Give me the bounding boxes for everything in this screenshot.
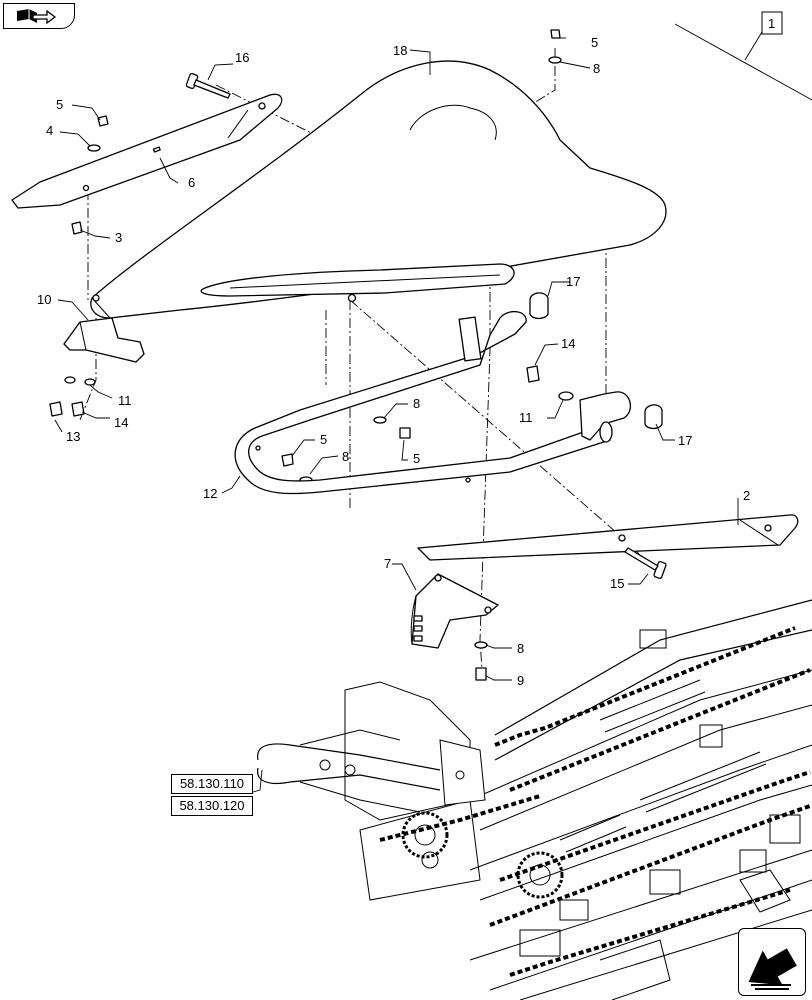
frame-part-12 [234,311,632,495]
callout-5: 5 [56,97,63,112]
hardware-fasteners [49,29,663,681]
callout-13: 13 [66,429,80,444]
callout-5: 5 [320,432,327,447]
callout-1: 1 [768,16,775,31]
callout-2: 2 [743,488,750,503]
callout-9: 9 [517,673,524,688]
reference-link-58-130-110[interactable]: 58.130.110 [171,774,253,794]
callout-17: 17 [566,274,580,289]
callout-11: 11 [519,410,533,425]
callout-8: 8 [517,641,524,656]
callout-8: 8 [342,449,349,464]
next-page-arrow-icon[interactable] [738,928,806,996]
callout-11: 11 [118,393,132,408]
callout-7: 7 [384,556,391,571]
callout-16: 16 [235,50,249,65]
callout-8: 8 [413,396,420,411]
callout-12: 12 [203,486,217,501]
bolt-part-16 [185,72,231,99]
callout-5: 5 [413,451,420,466]
callout-leader-lines [54,21,812,793]
plate-part-7 [410,573,499,649]
callout-18: 18 [393,43,407,58]
conveyor-assembly-drawing [257,599,812,1000]
callout-10: 10 [37,292,51,307]
callout-1-box: 1 [761,11,783,35]
callout-14: 14 [114,415,128,430]
bracket-part-10 [63,317,145,363]
shield-part-18 [90,60,667,319]
callout-labels: 18 16 5 4 6 3 5 8 10 17 14 11 8 11 14 13… [37,35,750,688]
callout-6: 6 [188,175,195,190]
callout-15: 15 [610,576,624,591]
callout-3: 3 [115,230,122,245]
callout-17: 17 [678,433,692,448]
callout-14: 14 [561,336,575,351]
callout-5: 5 [591,35,598,50]
callout-4: 4 [46,123,53,138]
strip-part-6 [11,93,283,209]
bolt-part-15 [624,547,667,579]
reference-link-58-130-120[interactable]: 58.130.120 [171,796,253,816]
strip-part-2 [417,514,799,561]
callout-8: 8 [593,61,600,76]
book-arrow-icon[interactable] [3,3,75,29]
